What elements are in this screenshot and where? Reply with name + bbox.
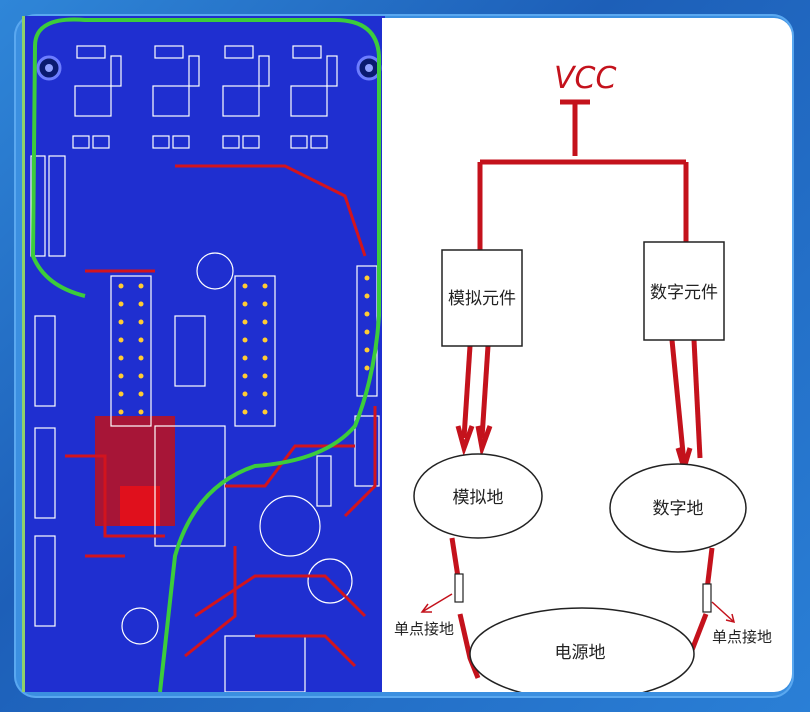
right-single-point-marker [702,583,712,613]
analog-ground-ellipse [413,453,543,539]
single-point-label-left: 单点接地 [394,620,454,638]
power-wires [449,99,715,679]
single-point-label-right: 单点接地 [712,628,772,646]
diagram-canvas: VCC 模拟元件 数字元件 模拟地 [394,61,772,692]
vcc-label: VCC [554,61,616,96]
digital-component-box [643,241,725,341]
power-ground-label: 电源地 [555,643,606,663]
digital-ground-label: 数字地 [653,499,704,519]
analog-ground-label: 模拟地 [453,488,504,508]
left-single-point-marker [454,573,464,603]
right-pointer-line [711,601,735,623]
pcb-artwork [25,16,385,692]
grounding-diagram: VCC 模拟元件 数字元件 模拟地 [382,18,792,692]
digital-ground-ellipse [609,463,747,553]
pcb-layout-image [22,16,385,692]
digital-component-label: 数字元件 [650,283,718,303]
analog-component-label: 模拟元件 [448,289,516,309]
power-ground-ellipse [469,607,695,692]
analog-component-box [441,249,523,347]
left-pointer-line [421,593,453,613]
